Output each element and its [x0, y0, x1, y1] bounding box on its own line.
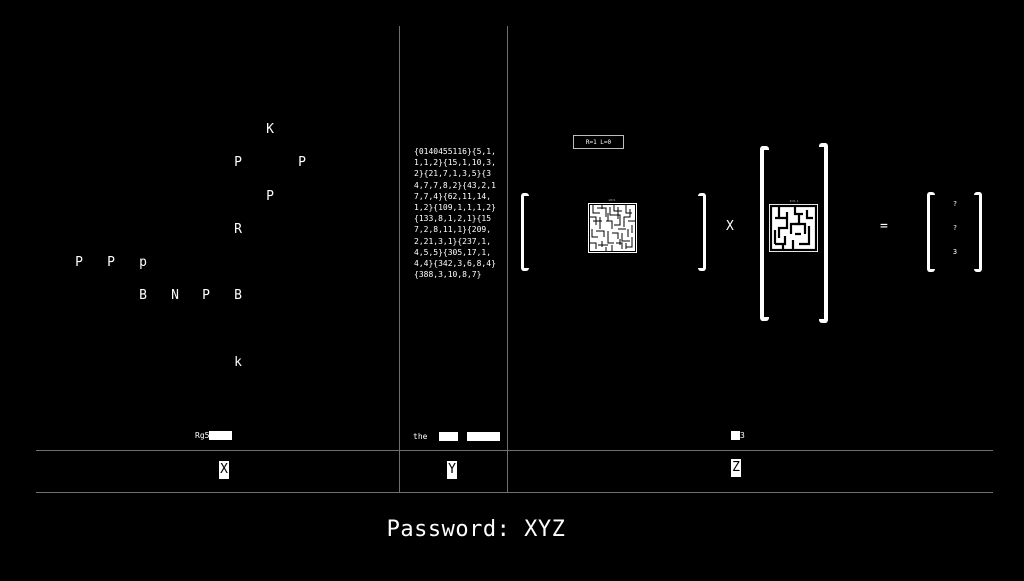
chess-piece-white-pawn: P [266, 189, 274, 204]
chess-piece-white-pawn: P [75, 255, 83, 270]
maze-score-box: R=1 L=0 [573, 135, 624, 149]
matrix-a-right-bracket [698, 193, 706, 271]
answer-z: Z [731, 459, 741, 477]
maze-hint: 3 [731, 431, 745, 441]
chess-piece-white-pawn: P [234, 155, 242, 170]
chess-piece-white-knight: N [171, 288, 179, 303]
answer-x: X [219, 461, 229, 479]
code-hint: the [413, 432, 501, 442]
divider-x-y [399, 26, 400, 492]
maze-hint-blank [731, 431, 740, 440]
code-hint-prefix: the [413, 432, 428, 441]
chess-piece-black-king: k [234, 355, 242, 370]
maze-hint-suffix: 3 [740, 431, 745, 440]
maze-a-icon [589, 204, 636, 252]
chess-piece-white-bishop: B [234, 288, 242, 303]
result-vector-cell: ? [952, 224, 958, 232]
answer-row-top-line [36, 450, 993, 451]
code-sequence-text: {0140455116}{5,1,1,1,2}{15,1,10,3,2}{21,… [414, 147, 496, 280]
answer-row-bottom-line [36, 492, 993, 493]
chess-piece-white-pawn: P [107, 255, 115, 270]
chess-piece-black-pawn: p [139, 255, 147, 270]
chess-piece-white-pawn: P [298, 155, 306, 170]
matrix-b-right-bracket [819, 143, 828, 323]
answer-y: Y [447, 461, 457, 479]
divider-y-z [507, 26, 508, 492]
maze-b-icon [769, 204, 818, 252]
maze-a-label: x8=1 [608, 198, 616, 202]
chess-hint: Rg5 [195, 431, 233, 441]
maze-a-image [588, 203, 637, 253]
chess-hint-blank [209, 431, 233, 440]
password-text: Password: XYZ [386, 517, 566, 542]
result-vector-left-bracket [927, 192, 935, 272]
maze-b-image [769, 204, 818, 252]
matrix-a-left-bracket [521, 193, 529, 271]
result-vector-cell: 3 [952, 248, 958, 256]
chess-piece-white-pawn: P [202, 288, 210, 303]
code-hint-blank-1 [439, 432, 459, 441]
result-vector-right-bracket [974, 192, 982, 272]
chess-piece-white-rook: R [234, 222, 242, 237]
result-vector-cell: ? [952, 200, 958, 208]
chess-piece-white-king: K [266, 122, 274, 137]
multiply-operator: X [726, 219, 734, 234]
chess-piece-white-bishop: B [139, 288, 147, 303]
maze-b-label: 3=0.1 [789, 199, 799, 203]
equals-operator: = [880, 219, 888, 234]
matrix-b-left-bracket [760, 146, 769, 321]
chess-hint-prefix: Rg5 [195, 431, 210, 440]
code-hint-blank-2 [467, 432, 501, 441]
